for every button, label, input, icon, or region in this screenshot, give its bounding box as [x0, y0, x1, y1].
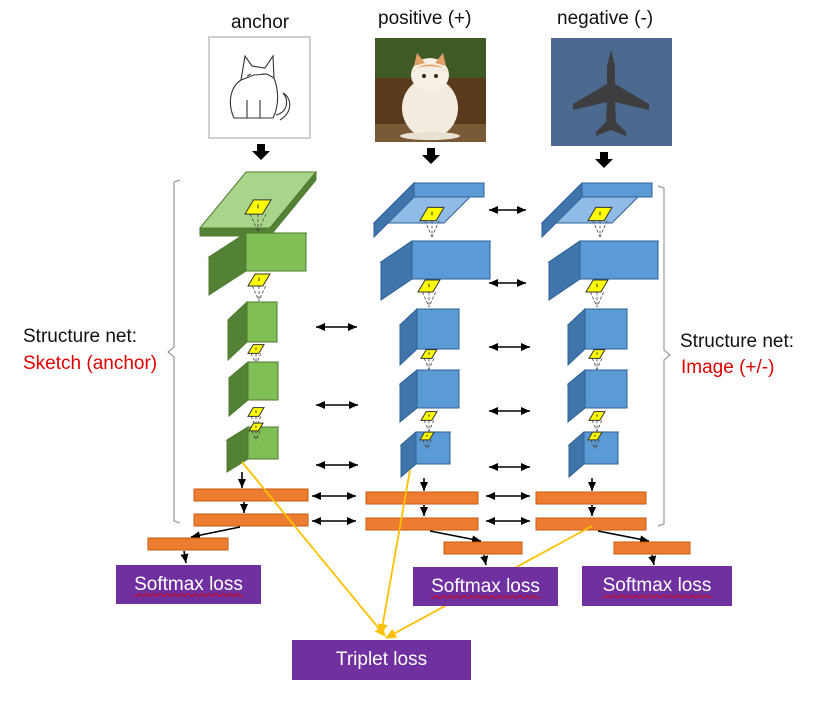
softmax-loss-positive: Softmax loss	[413, 567, 558, 606]
anchor-down-arrow	[252, 144, 270, 160]
triplet-connections	[241, 461, 593, 639]
anchor-layer-4	[227, 360, 280, 418]
negative-arrow-to-softmax	[648, 554, 657, 566]
positive-layer-3	[398, 307, 461, 367]
anchor-layer-3-patch	[247, 344, 265, 365]
anchor-layer-3	[226, 300, 279, 362]
positive-layer-5-patch	[419, 431, 435, 450]
anchor-layer-5-patch	[248, 422, 264, 441]
negative-layer-1	[540, 181, 654, 239]
anchor-layer-4-patch	[247, 407, 265, 428]
anchor-layer-5	[225, 426, 280, 473]
anchor-layer-2	[207, 232, 308, 296]
negative-layer-5-patch	[587, 431, 603, 450]
negative-layer-2	[547, 240, 660, 301]
positive-layer-4-patch	[420, 411, 438, 432]
positive-layer-2	[379, 240, 492, 301]
left-sketch-anchor-label: Sketch (anchor)	[23, 353, 158, 374]
left-brace	[167, 179, 181, 524]
right-brace	[657, 185, 671, 527]
negative-label: negative (-)	[557, 8, 654, 29]
anchor-fc-3	[147, 537, 229, 551]
negative-layer-3-patch	[588, 349, 606, 370]
triplet-line-anchor	[241, 461, 386, 637]
negative-layer-4	[566, 368, 629, 424]
triplet-loss: Triplet loss	[292, 640, 471, 680]
positive-cat-photo	[375, 38, 486, 142]
negative-down-arrow	[595, 152, 613, 168]
triplet-line-positive	[377, 469, 411, 635]
negative-layer-3	[566, 307, 629, 367]
anchor-layer-1-patch	[244, 199, 272, 232]
negative-layer-1-patch	[587, 206, 613, 237]
positive-label: positive (+)	[378, 8, 472, 29]
negative-arrow-to-fc3	[597, 530, 650, 544]
anchor-fc-1	[193, 488, 309, 502]
anchor-sketch-image	[208, 36, 311, 139]
anchor-fc-2	[193, 513, 309, 527]
anchor-arrow-to-fc3	[190, 526, 241, 540]
positive-layer-1	[372, 181, 486, 239]
positive-fc-1	[365, 491, 479, 505]
positive-layer-1-patch	[419, 206, 445, 237]
positive-fc-3	[443, 541, 523, 555]
softmax-loss-anchor: Softmax loss	[116, 565, 261, 604]
positive-layer-2-patch	[417, 279, 441, 308]
positive-fc-2	[365, 517, 479, 531]
negative-fc-2	[535, 517, 647, 531]
negative-fc-1	[535, 491, 647, 505]
negative-layer-4-patch	[588, 411, 606, 432]
positive-layer-4	[398, 368, 461, 424]
positive-arrow-to-softmax	[480, 554, 489, 566]
negative-fc-3	[613, 541, 691, 555]
left-structure-net-label: Structure net:	[23, 326, 138, 347]
positive-arrow-to-fc3	[429, 530, 482, 544]
anchor-label: anchor	[231, 12, 290, 33]
anchor-layer-2-patch	[247, 273, 271, 302]
positive-down-arrow	[422, 148, 440, 164]
negative-layer-2-patch	[585, 279, 609, 308]
right-structure-net-label: Structure net:	[680, 331, 795, 352]
anchor-arrow-to-softmax	[180, 550, 189, 564]
negative-fighter-jet-photo	[551, 38, 672, 146]
softmax-loss-negative: Softmax loss	[582, 566, 732, 606]
positive-layer-3-patch	[420, 349, 438, 370]
right-image-label: Image (+/-)	[681, 357, 775, 378]
